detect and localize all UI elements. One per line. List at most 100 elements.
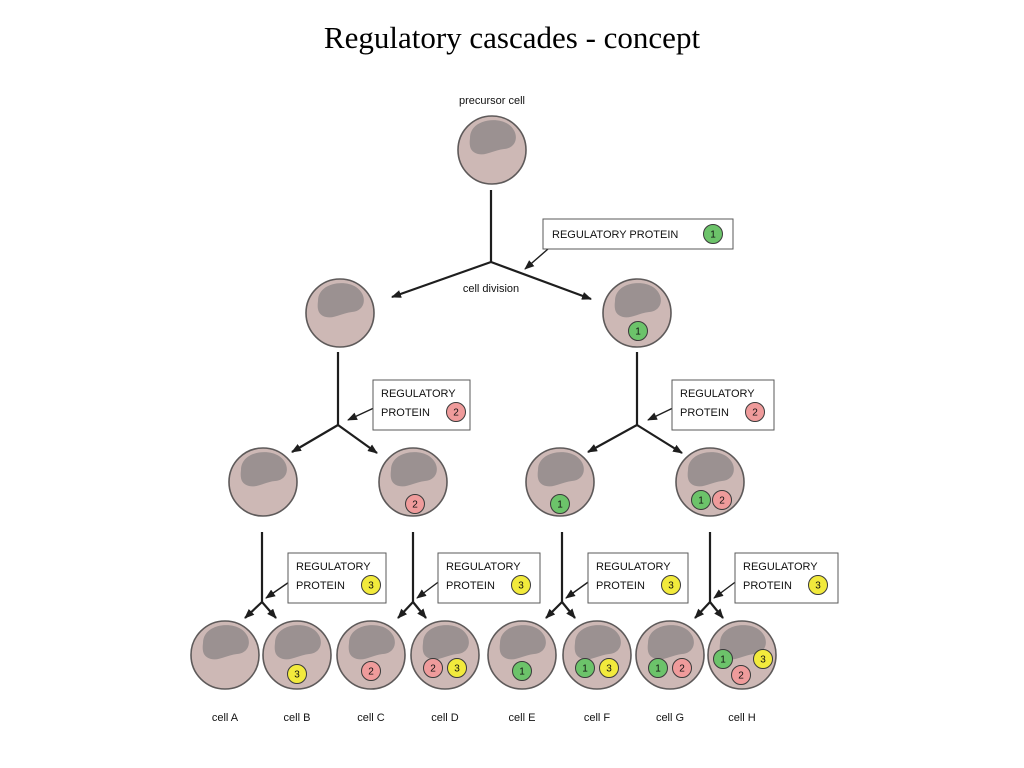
protein-box-line1: REGULATORY — [743, 561, 818, 573]
svg-text:1: 1 — [655, 664, 661, 675]
nucleus — [499, 625, 546, 660]
protein-box-line2: PROTEIN — [381, 407, 430, 419]
protein-2-badge: 2 — [423, 658, 443, 678]
svg-text:2: 2 — [430, 664, 436, 675]
protein-box-line2: PROTEIN — [446, 580, 495, 592]
protein-box-line2: PROTEIN — [680, 407, 729, 419]
protein-2-badge: 2 — [672, 658, 692, 678]
cell-division-label: cell division — [463, 283, 519, 295]
gen1-cell-left — [305, 278, 375, 348]
svg-text:2: 2 — [719, 496, 725, 507]
nucleus — [274, 625, 321, 660]
protein-1-badge: 1 — [575, 658, 595, 678]
protein-3-badge: 3 — [599, 658, 619, 678]
gen2-cell-3: 1 — [525, 447, 595, 517]
division-fork-2b — [587, 352, 683, 454]
final-cell-label: cell G — [656, 712, 684, 724]
svg-text:3: 3 — [760, 655, 766, 666]
protein-box-7: REGULATORYPROTEIN33 — [713, 552, 839, 604]
protein-2-badge: 2 — [446, 402, 466, 422]
division-fork-2a — [291, 352, 378, 454]
protein-3-badge: 3 — [511, 575, 531, 595]
protein-1-badge: 1 — [691, 490, 711, 510]
nucleus — [647, 625, 694, 660]
protein-box-line1: REGULATORY — [680, 388, 755, 400]
protein-boxes: REGULATORY PROTEIN11REGULATORYPROTEIN22R… — [265, 218, 839, 604]
final-cell-label: cell E — [509, 712, 536, 724]
svg-text:1: 1 — [698, 496, 704, 507]
svg-text:3: 3 — [518, 581, 524, 592]
division-lines — [244, 190, 724, 619]
protein-3-badge: 3 — [361, 575, 381, 595]
svg-text:1: 1 — [519, 667, 525, 678]
protein-1-badge: 1 — [713, 649, 733, 669]
svg-text:2: 2 — [412, 500, 418, 511]
gen2-cell-2: 2 — [378, 447, 448, 517]
final-cell-a — [190, 620, 260, 690]
svg-text:3: 3 — [294, 670, 300, 681]
protein-3-badge: 3 — [447, 658, 467, 678]
svg-text:2: 2 — [738, 671, 744, 682]
svg-text:2: 2 — [453, 408, 459, 419]
protein-2-badge: 2 — [745, 402, 765, 422]
protein-2-badge: 2 — [405, 494, 425, 514]
final-cell-label: cell F — [584, 712, 611, 724]
protein-box-6: REGULATORYPROTEIN33 — [565, 552, 689, 604]
final-cell-label: cell B — [284, 712, 311, 724]
svg-text:1: 1 — [582, 664, 588, 675]
text-labels: precursor cell cell division cell A cell … — [212, 95, 756, 724]
precursor-label: precursor cell — [459, 95, 525, 107]
nucleus — [202, 625, 249, 660]
protein-1-badge: 1 — [648, 658, 668, 678]
protein-1-badge: 1 — [512, 661, 532, 681]
protein-box-line2: PROTEIN — [596, 580, 645, 592]
protein-box-5: REGULATORYPROTEIN33 — [416, 552, 541, 604]
final-cell-h: 1 2 3 — [707, 620, 777, 690]
svg-text:3: 3 — [606, 664, 612, 675]
division-fork-1 — [391, 190, 592, 301]
protein-3-badge: 3 — [808, 575, 828, 595]
svg-text:2: 2 — [679, 664, 685, 675]
protein-1-badge: 1 — [703, 224, 723, 244]
final-cell-label: cell C — [357, 712, 385, 724]
final-cell-label: cell D — [431, 712, 459, 724]
svg-text:1: 1 — [557, 500, 563, 511]
nucleus — [574, 625, 621, 660]
protein-1-badge: 1 — [628, 321, 648, 341]
svg-text:3: 3 — [454, 664, 460, 675]
nucleus — [687, 452, 734, 487]
protein-box-line1: REGULATORY — [596, 561, 671, 573]
protein-box-2: REGULATORYPROTEIN22 — [347, 379, 471, 431]
nucleus — [390, 452, 437, 487]
protein-2-badge: 2 — [731, 665, 751, 685]
svg-text:3: 3 — [815, 581, 821, 592]
nucleus — [719, 625, 766, 660]
protein-box-4: REGULATORYPROTEIN33 — [265, 552, 387, 604]
final-cell-label: cell H — [728, 712, 756, 724]
protein-3-badge: 3 — [287, 664, 307, 684]
division-fork-3a — [244, 532, 277, 619]
final-cell-b: 3 — [262, 620, 332, 690]
final-cell-label: cell A — [212, 712, 239, 724]
svg-text:1: 1 — [720, 655, 726, 666]
protein-box-line1: REGULATORY — [296, 561, 371, 573]
precursor-cell — [457, 115, 527, 185]
final-cell-e: 1 — [487, 620, 557, 690]
division-fork-3b — [397, 532, 427, 619]
nucleus — [537, 452, 584, 487]
nucleus — [317, 283, 364, 318]
protein-1-badge: 1 — [550, 494, 570, 514]
division-fork-3d — [694, 532, 724, 619]
nucleus — [348, 625, 395, 660]
protein-box-3: REGULATORYPROTEIN22 — [647, 379, 775, 431]
protein-box-line1: REGULATORY — [446, 561, 521, 573]
nucleus — [614, 283, 661, 318]
svg-text:1: 1 — [635, 327, 641, 338]
nucleus — [469, 120, 516, 155]
gen2-cell-1 — [228, 447, 298, 517]
